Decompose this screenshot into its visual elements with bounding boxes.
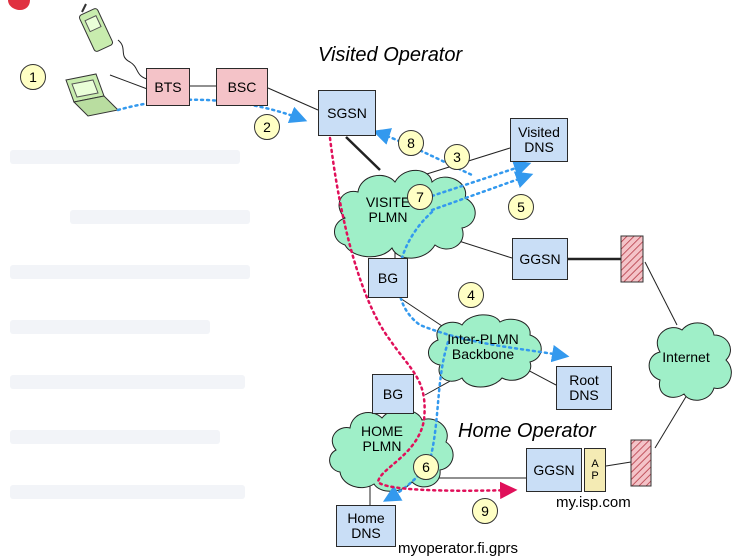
- visited-plmn-label: VISITE PLMN: [365, 194, 411, 226]
- step-marker-7: 7: [407, 184, 433, 210]
- access-point-node: A P: [584, 448, 606, 492]
- root-dns-node: Root DNS: [556, 366, 612, 410]
- firewall-icon: [630, 439, 652, 487]
- step-marker-3: 3: [444, 144, 470, 170]
- step-marker-4: 4: [458, 282, 484, 308]
- dotted-signal-arrows: [116, 98, 570, 502]
- home-plmn-label: HOME PLMN: [361, 423, 403, 455]
- bsc-node: BSC: [216, 68, 268, 106]
- ggsn-home-node: GGSN: [526, 448, 582, 492]
- step-marker-9: 9: [472, 498, 498, 524]
- step-marker-1: 1: [20, 64, 46, 90]
- step-marker-8: 8: [398, 130, 424, 156]
- bts-node: BTS: [146, 68, 190, 106]
- mobile-phone-icon: [78, 3, 114, 52]
- dotted-data-path: [328, 136, 518, 500]
- isp-domain-label: my.isp.com: [556, 494, 631, 511]
- internet-cloud: [648, 322, 732, 401]
- home-operator-title: Home Operator: [458, 420, 596, 442]
- visited-operator-title: Visited Operator: [318, 44, 463, 66]
- partial-logo-mark: [8, 0, 30, 10]
- step-marker-2: 2: [254, 114, 280, 140]
- faded-background-text: [0, 130, 330, 560]
- inter-plmn-cloud: [428, 314, 542, 388]
- ggsn-visited-node: GGSN: [512, 238, 568, 280]
- visited-dns-node: Visited DNS: [510, 118, 568, 162]
- sgsn-node: SGSN: [318, 90, 376, 136]
- internet-label: Internet: [662, 349, 710, 365]
- firewall-icon: [620, 235, 644, 283]
- step-marker-5: 5: [508, 194, 534, 220]
- bg-visited-node: BG: [368, 258, 408, 298]
- step-marker-6: 6: [413, 454, 439, 480]
- operator-domain-label: myoperator.fi.gprs: [398, 540, 519, 557]
- home-dns-node: Home DNS: [336, 505, 396, 547]
- bg-home-node: BG: [372, 374, 414, 414]
- inter-plmn-label: Inter-PLMN Backbone: [447, 331, 519, 363]
- laptop-icon: [65, 73, 120, 117]
